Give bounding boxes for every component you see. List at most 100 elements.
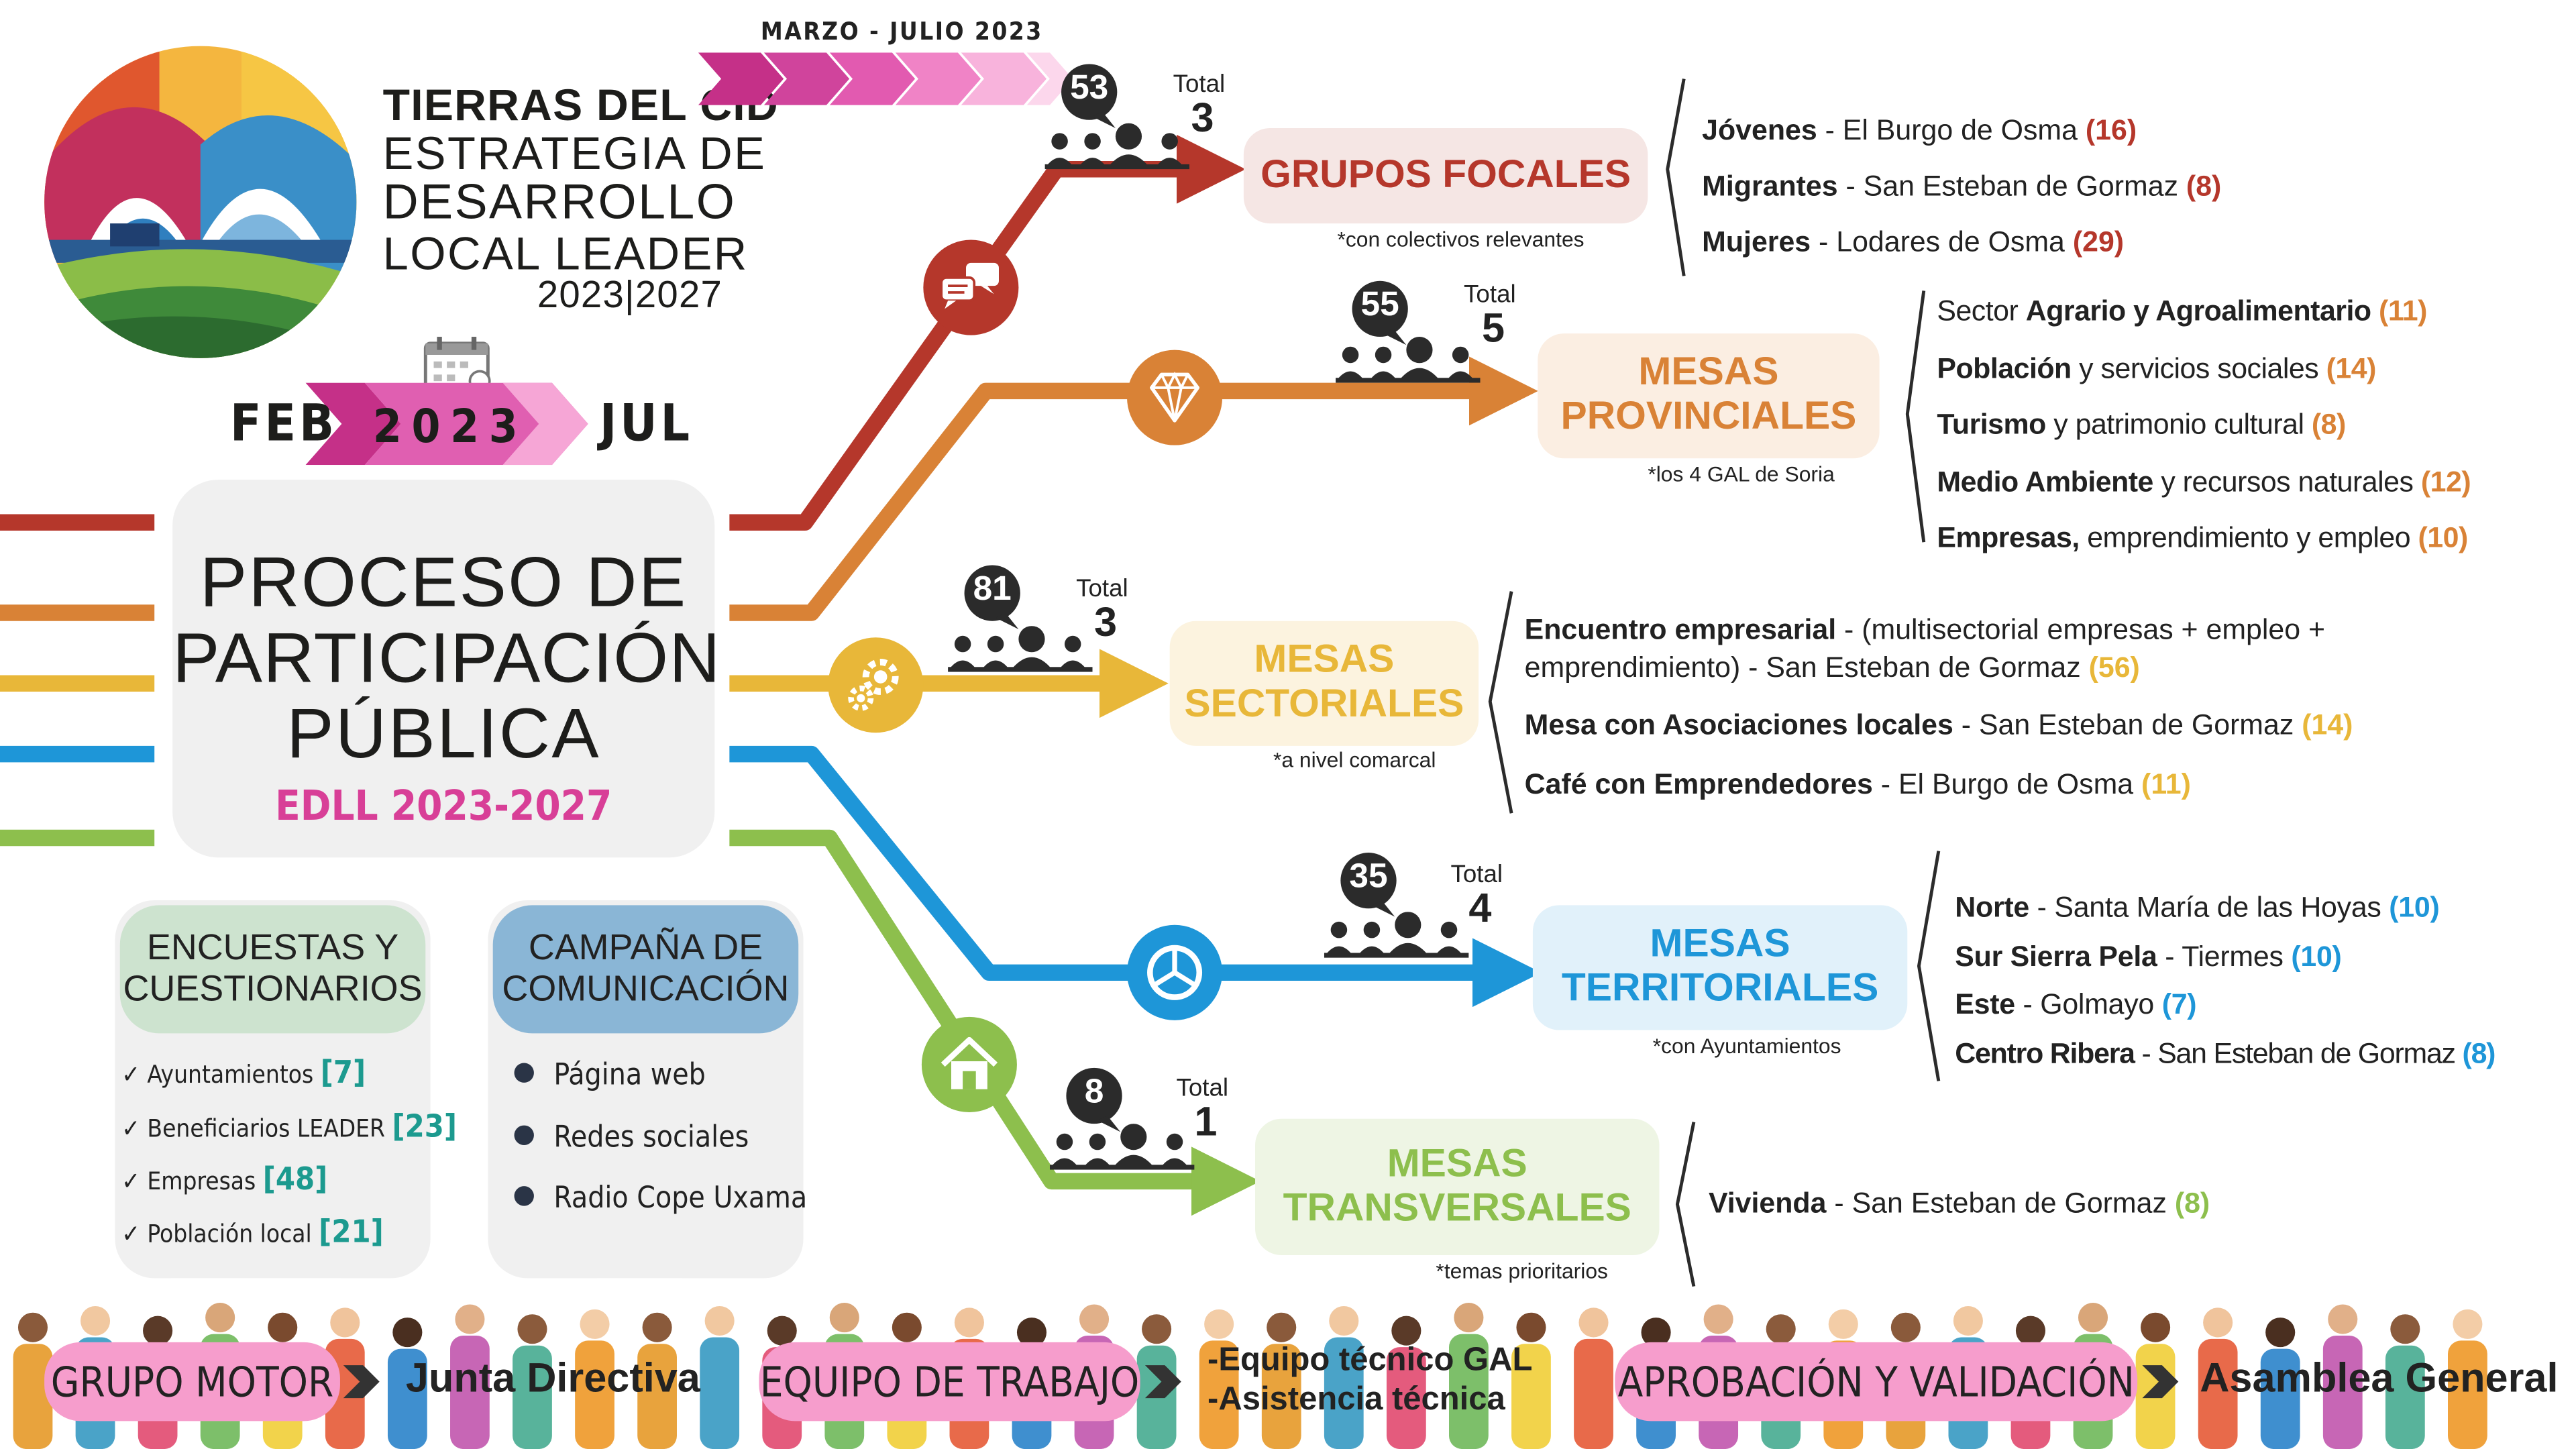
gear-icon [828,637,924,733]
list-item: Jóvenes - El Burgo de Osma (16) [1702,113,2137,146]
box-mesas-territoriales: MESAS TERRITORIALES [1532,905,1908,1030]
box-grupos-focales: GRUPOS FOCALES [1243,128,1648,224]
list-item: Encuentro empresarial - (multisectorial … [1524,612,2326,646]
total-label-sectoriales: Total [1076,575,1128,603]
list-item: Población y servicios sociales (14) [1937,350,2376,384]
equipo-trabajo-pill: EQUIPO DE TRABAJO [759,1342,1140,1421]
chat-icon [923,239,1019,335]
top-chevrons [698,52,1073,105]
list-mesas-transversales: Vivienda - San Esteban de Gormaz (8) [1709,1186,2210,1220]
list-item: Este - Golmayo (7) [1955,987,2197,1020]
equipo-items: -Equipo técnico GAL -Asistencia técnica [1208,1340,1532,1419]
brand-line-2: DESARROLLO [382,176,737,230]
total-label-territoriales: Total [1450,861,1503,889]
center-title-3: PÚBLICA [286,694,601,774]
title-provinciales-2: PROVINCIALES [1560,394,1857,439]
equipo-item: -Equipo técnico GAL [1208,1342,1533,1379]
list-item: Sur Sierra Pela - Tiermes (10) [1955,938,2342,972]
participants-bubble-sectoriales [964,565,1020,629]
title-transversales-2: TRANSVERSALES [1283,1185,1631,1230]
aprobacion-label: APROBACIÓN Y VALIDACIÓN [1617,1358,2135,1406]
list-item: Turismo y patrimonio cultural (8) [1937,407,2346,441]
participants-count-transversales: 8 [1084,1073,1104,1111]
list-item: Medio Ambiente y recursos naturales (12) [1937,464,2471,497]
chevron-right-icon [343,1365,380,1399]
participants-bubble-transversales [1066,1067,1122,1132]
title-territoriales-2: TERRITORIALES [1561,966,1879,1011]
total-value-focales: 3 [1191,95,1214,142]
note-mesas-transversales: *temas prioritarios [1436,1258,1608,1283]
note-mesas-sectoriales: *a nivel comarcal [1273,747,1436,773]
title-sectoriales-2: SECTORIALES [1184,682,1464,727]
encuestas-item: ✓ Población local [21] [121,1214,384,1250]
group-icon-focales [1044,123,1190,170]
encuestas-title-2: CUESTIONARIOS [123,967,423,1009]
center-title-2: PARTICIPACIÓN [172,619,721,698]
list-item: Vivienda - San Esteban de Gormaz (8) [1708,1186,2210,1220]
total-value-provinciales: 5 [1481,305,1505,352]
list-grupos-focales: Jóvenes - El Burgo de Osma (16) Migrante… [1702,102,2221,270]
brand-line-3: LOCAL LEADER [382,228,749,280]
list-item: Norte - Santa María de las Hoyas (10) [1955,890,2440,924]
timeline-end: JUL [599,394,693,453]
group-icon-sectoriales [948,626,1093,672]
logo-emblem [44,46,357,358]
participants-bubble-provinciales [1352,280,1408,345]
title-transversales-1: MESAS [1387,1141,1527,1186]
campana-item: Página web [515,1058,706,1092]
box-mesas-transversales: MESAS TRANSVERSALES [1255,1118,1660,1256]
total-label-focales: Total [1173,70,1226,99]
home-icon [921,1016,1017,1112]
equipo-trabajo-label: EQUIPO DE TRABAJO [759,1358,1140,1406]
list-mesas-territoriales: Norte - Santa María de las Hoyas (10) Su… [1955,884,2496,1078]
total-value-sectoriales: 3 [1094,599,1118,646]
campana-title-1: CAMPAÑA DE [528,927,763,969]
campana-item: Redes sociales [515,1120,749,1155]
list-mesas-sectoriales: Encuentro empresarial - (multisectorial … [1525,611,2353,804]
list-mesas-provinciales: Sector Agrario y Agroalimentario (11) Po… [1937,282,2471,566]
participants-count-territoriales: 35 [1349,857,1388,896]
center-card: PROCESO DE PARTICIPACIÓN PÚBLICA EDLL 20… [172,480,721,858]
total-value-transversales: 1 [1194,1099,1218,1145]
aprobacion-pill: APROBACIÓN Y VALIDACIÓN [1615,1342,2138,1421]
pie-chart-icon [1127,924,1223,1020]
timeline-chevrons [305,382,588,466]
encuestas-header: ENCUESTAS Y CUESTIONARIOS [119,905,426,1034]
total-value-territoriales: 4 [1468,885,1492,932]
diamond-icon [1127,350,1223,445]
total-label-provinciales: Total [1464,280,1516,309]
encuestas-item: ✓ Empresas [48] [121,1161,328,1198]
list-item: Migrantes - San Esteban de Gormaz (8) [1702,169,2222,203]
equipo-item: -Asistencia técnica [1208,1381,1505,1418]
list-item: Mesa con Asociaciones locales - San Este… [1524,708,2353,741]
group-icon-transversales [1049,1124,1195,1170]
list-item: Sector Agrario y Agroalimentario (11) [1937,294,2427,327]
encuestas-title-1: ENCUESTAS Y [146,927,399,969]
participants-count-sectoriales: 81 [973,570,1012,608]
campana-title-2: COMUNICACIÓN [502,967,790,1009]
center-subtitle: EDLL 2023-2027 [275,782,612,830]
top-period: MARZO - JULIO 2023 [760,16,1043,46]
list-item: Café con Emprendedores - El Burgo de Osm… [1524,767,2191,800]
chevron-right-icon [2142,1365,2179,1399]
brand-years: 2023|2027 [537,272,723,316]
participants-count-provinciales: 55 [1360,286,1399,324]
participants-count-focales: 53 [1070,68,1109,107]
chevron-right-icon [1144,1365,1181,1399]
encuestas-item: ✓ Ayuntamientos [7] [121,1055,366,1091]
box-mesas-sectoriales: MESAS SECTORIALES [1169,621,1479,746]
note-grupos-focales: *con colectivos relevantes [1337,226,1585,252]
title-grupos-focales: GRUPOS FOCALES [1260,152,1631,197]
timeline-year: 2023 [372,399,528,453]
junta-directiva: Junta Directiva [405,1355,700,1401]
list-item: emprendimiento) - San Esteban de Gormaz … [1524,650,2140,684]
box-mesas-provinciales: MESAS PROVINCIALES [1538,333,1880,459]
title-sectoriales-1: MESAS [1254,637,1395,682]
encuestas-item: ✓ Beneficiarios LEADER [23] [121,1109,458,1145]
grupo-motor-pill: GRUPO MOTOR [44,1342,340,1421]
timeline-start: FEB [229,394,337,453]
list-item: Centro Ribera - San Esteban de Gormaz (8… [1955,1036,2496,1069]
